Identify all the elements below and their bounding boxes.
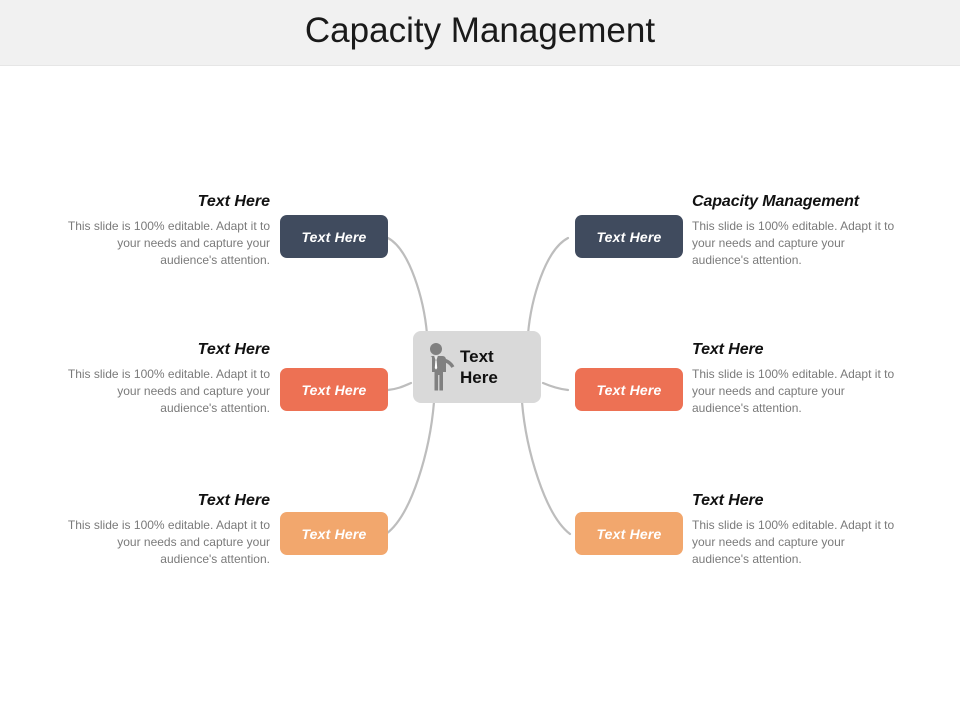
connector-right-bottom — [520, 400, 572, 536]
node-pill-right-middle[interactable]: Text Here — [575, 368, 683, 411]
text-block-right-bottom: Text Here This slide is 100% editable. A… — [692, 491, 902, 568]
text-block-heading: Text Here — [197, 492, 270, 509]
text-block-heading: Text Here — [197, 193, 270, 210]
node-pill-left-top[interactable]: Text Here — [280, 215, 388, 258]
businessman-icon — [429, 343, 455, 391]
connector-right-middle — [541, 381, 570, 392]
pill-label: Text Here — [301, 525, 367, 542]
pill-label: Text Here — [596, 228, 662, 245]
text-block-right-middle: Text Here This slide is 100% editable. A… — [692, 340, 902, 417]
text-block-heading: Capacity Management — [692, 193, 860, 210]
page-title: Capacity Management — [304, 11, 656, 50]
node-pill-right-top[interactable]: Text Here — [575, 215, 683, 258]
text-block-body: This slide is 100% editable. Adapt it to… — [67, 219, 270, 267]
text-block-heading: Text Here — [197, 341, 270, 358]
text-block-left-middle: Text Here This slide is 100% editable. A… — [60, 340, 270, 417]
text-block-body: This slide is 100% editable. Adapt it to… — [692, 219, 895, 267]
text-block-heading: Text Here — [692, 341, 764, 358]
node-pill-left-middle[interactable]: Text Here — [280, 368, 388, 411]
text-block-heading: Text Here — [692, 492, 764, 509]
connector-left-top — [386, 236, 429, 336]
pill-label: Text Here — [596, 525, 662, 542]
slide-header-band — [0, 0, 960, 66]
pill-label: Text Here — [301, 381, 367, 398]
text-block-body: This slide is 100% editable. Adapt it to… — [692, 367, 895, 415]
pill-label: Text Here — [301, 228, 367, 245]
connector-left-bottom — [384, 400, 436, 536]
connector-left-middle — [386, 381, 413, 392]
connector-right-top — [526, 236, 570, 336]
node-pill-left-bottom[interactable]: Text Here — [280, 512, 388, 555]
text-block-left-top: Text Here This slide is 100% editable. A… — [60, 192, 270, 269]
text-block-body: This slide is 100% editable. Adapt it to… — [67, 518, 270, 566]
pill-label: Text Here — [596, 381, 662, 398]
center-node-label: Text Here — [460, 347, 498, 387]
text-block-right-top: Capacity Management This slide is 100% e… — [692, 192, 902, 269]
text-block-left-bottom: Text Here This slide is 100% editable. A… — [60, 491, 270, 568]
text-block-body: This slide is 100% editable. Adapt it to… — [67, 367, 270, 415]
center-node[interactable]: Text Here — [413, 331, 541, 403]
node-pill-right-bottom[interactable]: Text Here — [575, 512, 683, 555]
text-block-body: This slide is 100% editable. Adapt it to… — [692, 518, 895, 566]
